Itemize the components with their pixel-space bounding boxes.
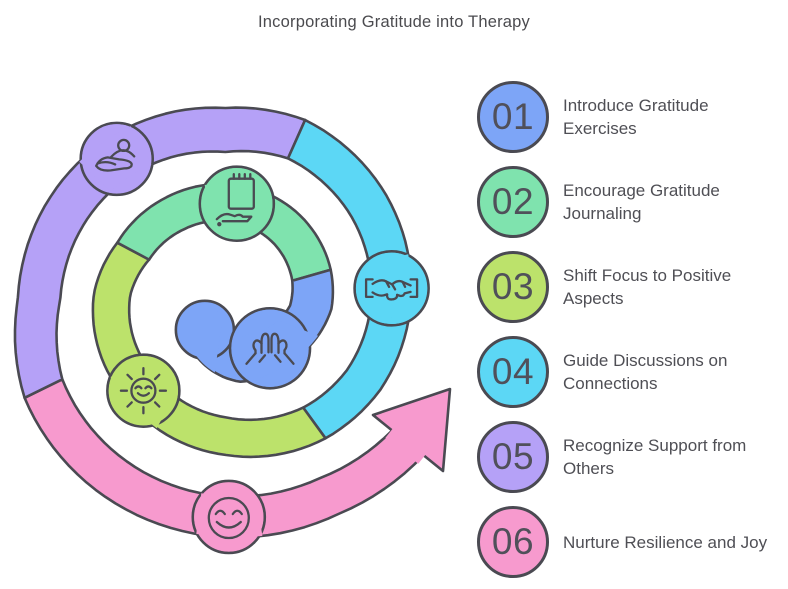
step-number-badge: 04 [477,336,549,408]
step-number-badge: 06 [477,506,549,578]
step-item: 04 Guide Discussions on Connections [477,336,783,408]
step-item: 01 Introduce Gratitude Exercises [477,81,783,153]
handshake-icon [364,278,419,301]
step-label: Nurture Resilience and Joy [563,532,768,552]
step-item: 06 Nurture Resilience and Joy [477,506,783,578]
arrow-seam [385,427,427,464]
step-number-badge: 01 [477,81,549,153]
icon-badge-merge [196,493,263,538]
step-number-badge: 02 [477,166,549,238]
praying-hands-icon [245,332,295,365]
step-number: 01 [491,96,535,137]
step-number-badge: 03 [477,251,549,323]
smiley-icon [207,496,250,540]
step-number-badge: 05 [477,421,549,493]
spiral-end-cap-merge [192,310,222,373]
journal-icon [215,173,255,227]
step-number: 06 [491,521,535,562]
icon-badge-merge [369,254,412,320]
step-label: Recognize Support from Others [563,436,747,478]
step-number: 02 [491,181,535,222]
step-label: Introduce Gratitude Exercises [563,96,709,138]
step-label: Guide Discussions on Connections [563,351,728,393]
page-title: Incorporating Gratitude into Therapy [258,13,530,31]
step-number: 03 [491,266,535,307]
hand-receive-icon [95,138,136,172]
step-item: 03 Shift Focus to Positive Aspects [477,251,783,323]
step-label: Encourage Gratitude Journaling [563,181,720,223]
step-number: 04 [491,351,535,392]
step-item: 02 Encourage Gratitude Journaling [477,166,783,238]
step-label: Shift Focus to Positive Aspects [563,266,732,308]
icon-badge-merge [236,320,319,381]
sun-smile-icon [119,367,168,415]
step-number: 05 [491,436,535,477]
step-item: 05 Recognize Support from Others [477,421,783,493]
steps-list: 01 Introduce Gratitude Exercises 02 Encoura… [477,81,783,578]
